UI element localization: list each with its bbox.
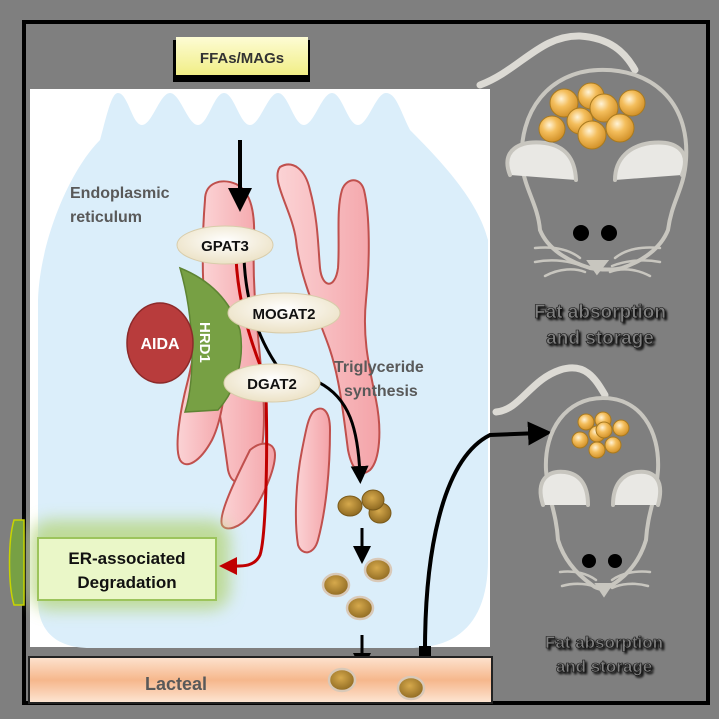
mouse-top-caption-line1: Fat absorption bbox=[534, 302, 666, 323]
enzyme-dgat2: DGAT2 bbox=[223, 363, 321, 403]
circulation-arrow bbox=[423, 421, 552, 675]
mouse-whiskers bbox=[558, 570, 652, 590]
fat-droplet bbox=[577, 120, 607, 150]
fat-droplet bbox=[604, 436, 622, 454]
er-tube bbox=[294, 407, 332, 554]
mouse-bottom-caption-line1: Fat absorption bbox=[545, 633, 663, 652]
lacteal-vessel bbox=[28, 656, 493, 704]
lacteal: Lacteal bbox=[28, 646, 493, 704]
erad-label-line1: ER-associated bbox=[68, 549, 185, 568]
er-label-line1: Endoplasmic bbox=[70, 185, 170, 202]
mouse-bottom bbox=[492, 364, 663, 598]
mouse-eye bbox=[608, 554, 622, 568]
aida-shape bbox=[126, 302, 194, 384]
fat-droplet bbox=[595, 421, 613, 439]
mouse-eye bbox=[601, 225, 617, 241]
mouse-tail bbox=[476, 32, 639, 89]
mouse-nose bbox=[594, 583, 614, 598]
chylomicron bbox=[327, 667, 357, 693]
enzyme-gpat3: GPAT3 bbox=[176, 225, 274, 265]
connector-node bbox=[419, 646, 431, 656]
green-edge-marker bbox=[8, 519, 25, 606]
enzyme-mogat2: MOGAT2 bbox=[227, 292, 341, 334]
lipid-droplet bbox=[337, 495, 363, 517]
lipid-droplets bbox=[321, 489, 393, 621]
fat-droplet bbox=[618, 89, 646, 117]
fat-droplet bbox=[612, 419, 630, 437]
tg-synthesis-label-line1: Triglyceride bbox=[334, 359, 424, 376]
synthesis-arrow bbox=[317, 380, 369, 484]
degradation-arrow bbox=[219, 394, 269, 576]
chylomicron bbox=[345, 595, 375, 621]
input-label: FFAs/MAGs bbox=[200, 50, 284, 67]
mouse-ear bbox=[613, 140, 687, 182]
erad-label-line2: Degradation bbox=[77, 573, 176, 592]
mouse-top-caption-line2: and storage bbox=[546, 328, 654, 349]
dgat2-label: DGAT2 bbox=[247, 376, 297, 393]
fat-droplet bbox=[549, 88, 579, 118]
mouse-top bbox=[476, 32, 689, 278]
fat-droplet bbox=[577, 413, 595, 431]
mouse-tail bbox=[492, 364, 609, 416]
erad-box: ER-associated Degradation bbox=[8, 519, 230, 610]
lipid-droplet bbox=[361, 489, 385, 511]
mouse-eye bbox=[582, 554, 596, 568]
er-tube bbox=[220, 442, 277, 530]
mogat2-label: MOGAT2 bbox=[252, 306, 315, 323]
fat-droplet bbox=[589, 93, 619, 123]
lacteal-label: Lacteal bbox=[145, 674, 207, 694]
tg-synthesis-label-line2: synthesis bbox=[344, 383, 418, 400]
er-label-line2: reticulum bbox=[70, 209, 142, 226]
fat-droplets-top bbox=[538, 82, 646, 150]
fat-droplet bbox=[538, 115, 566, 143]
hrd1-aida-complex: HRD1 AIDA bbox=[126, 266, 243, 413]
hrd1-label: HRD1 bbox=[196, 322, 213, 363]
aida-label: AIDA bbox=[140, 336, 180, 353]
erad-box-background bbox=[37, 537, 217, 601]
chylomicron bbox=[396, 675, 426, 701]
mouse-whiskers bbox=[533, 246, 662, 278]
gpat3-label: GPAT3 bbox=[201, 238, 249, 255]
chylomicron bbox=[363, 557, 393, 583]
fat-droplet bbox=[605, 113, 635, 143]
mouse-ear bbox=[611, 469, 663, 507]
ffa-mag-input-box: FFAs/MAGs bbox=[173, 37, 310, 82]
chylomicron bbox=[321, 572, 351, 598]
fat-droplet bbox=[588, 441, 606, 459]
mouse-nose bbox=[586, 260, 610, 276]
mouse-eye bbox=[573, 225, 589, 241]
mouse-bottom-caption-line2: and storage bbox=[556, 657, 652, 676]
mouse-ear bbox=[505, 140, 578, 182]
mouse-ear bbox=[538, 469, 590, 507]
fat-droplets-bottom bbox=[571, 411, 630, 459]
fat-droplet bbox=[571, 431, 589, 449]
